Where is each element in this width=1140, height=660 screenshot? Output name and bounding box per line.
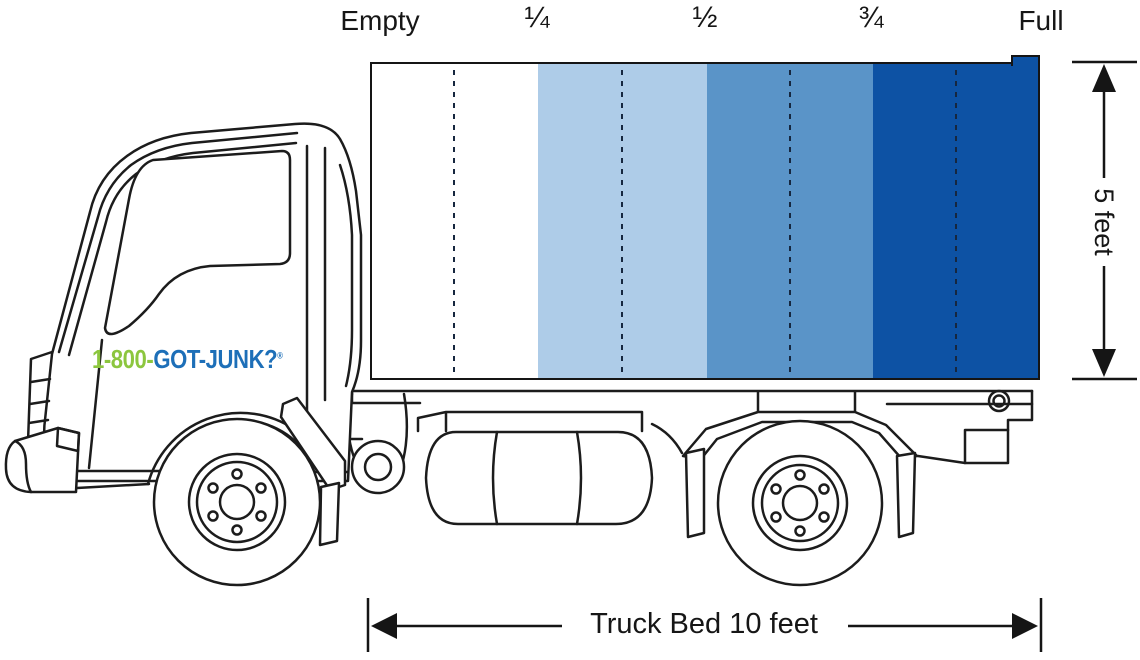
fuel-filler-cap-inner — [992, 394, 1006, 408]
height-measure — [1072, 60, 1137, 381]
marker-label-empty: Empty — [340, 5, 420, 36]
brand-logo-suffix: GOT-JUNK? — [153, 344, 278, 374]
winch-ring — [350, 439, 406, 495]
tank-bracket — [416, 410, 644, 433]
length-measure — [366, 598, 1043, 652]
arrow-left-icon — [371, 613, 397, 639]
marker-label-quarter: ¼ — [524, 1, 550, 34]
front-wheel — [152, 417, 322, 587]
truck-line-drawing — [4, 122, 1034, 587]
fuel-tank — [424, 430, 654, 526]
front-mud-flap — [318, 481, 341, 547]
lug — [794, 469, 806, 481]
front-fender-outer — [146, 411, 296, 486]
front-bumper — [4, 426, 81, 494]
rear-step-block — [963, 428, 1010, 465]
rear-tire — [716, 419, 884, 587]
arrow-up-icon — [1092, 64, 1116, 92]
lug — [794, 525, 806, 537]
front-tire — [152, 417, 322, 587]
rear-wheel — [716, 419, 884, 587]
brand-logo: 1-800-GOT-JUNK?® — [92, 344, 283, 375]
marker-label-half: ½ — [692, 1, 718, 34]
rear-rim-inner — [760, 463, 840, 543]
lug — [207, 510, 219, 522]
headlight — [55, 426, 81, 453]
marker-label-full: Full — [1018, 5, 1064, 36]
registered-mark-icon: ® — [277, 350, 283, 361]
rear-mud-flap-left — [684, 447, 706, 539]
lug — [255, 482, 267, 494]
fender-supports — [756, 390, 857, 414]
fuel-tank-seams — [491, 430, 583, 526]
bed-headboard-notch — [1011, 55, 1040, 66]
bumper-crease — [13, 439, 33, 494]
lug — [231, 468, 243, 480]
door-front-edge — [87, 338, 104, 470]
front-mud-guard — [279, 396, 347, 492]
tank-to-fender-line — [650, 422, 684, 455]
lug — [818, 511, 830, 523]
frame-rear-end — [1006, 389, 1034, 432]
length-label: Truck Bed 10 feet — [590, 608, 818, 640]
lug — [770, 511, 782, 523]
winch-ring-inner — [363, 452, 393, 482]
lug — [207, 482, 219, 494]
rocker-line — [75, 482, 151, 490]
frame-step-front — [350, 389, 422, 405]
rear-mud-flap-right — [895, 451, 917, 539]
lug — [818, 483, 830, 495]
front-rim-outer — [187, 452, 287, 552]
arrow-right-icon — [1012, 613, 1038, 639]
lug — [255, 510, 267, 522]
rear-rim-outer — [751, 454, 849, 552]
fuel-filler-cap — [987, 389, 1011, 413]
rear-diagonal-brace — [916, 454, 967, 465]
windshield-pillar-line-1 — [57, 131, 299, 354]
front-hub — [218, 483, 256, 521]
lug — [770, 483, 782, 495]
brand-logo-prefix: 1-800- — [92, 344, 154, 374]
cab-back-inner — [338, 163, 354, 388]
height-label: 5 feet — [1089, 188, 1120, 256]
lug — [231, 524, 243, 536]
rear-hub — [781, 484, 819, 522]
truck-bed-gauge — [370, 55, 1040, 380]
marker-label-three-quarter: ¾ — [858, 1, 884, 34]
door-window — [103, 149, 292, 336]
bed-dashed-dividers — [453, 70, 957, 374]
grille-louvers — [27, 377, 52, 425]
front-rim-inner — [195, 460, 279, 544]
arrow-down-icon — [1092, 349, 1116, 377]
